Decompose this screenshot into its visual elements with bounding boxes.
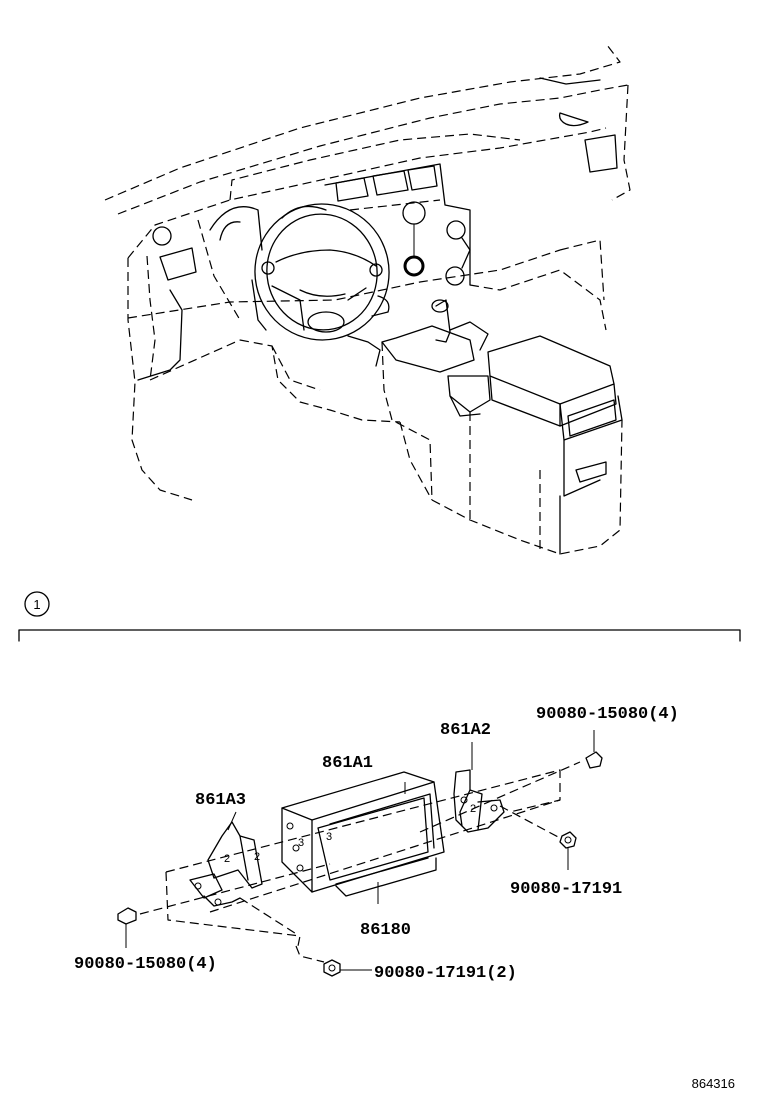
exploded-parts: 3 3 2 2 2 [117,730,603,977]
svg-text:3: 3 [298,837,304,849]
callout-number: 1 [33,597,40,612]
label-nut-left: 90080-17191(2) [374,964,517,983]
label-nut-right: 90080-17191 [510,880,622,899]
dashboard-illustration [104,44,631,555]
section-callout: 1 [24,591,50,617]
label-bolt-right: 90080-15080(4) [536,705,679,724]
diagram-ref: 864316 [692,1076,735,1091]
svg-text:2: 2 [470,803,476,815]
label-861A3: 861A3 [195,791,246,810]
svg-text:3: 3 [326,831,332,843]
label-bolt-left: 90080-15080(4) [74,955,217,974]
label-861A2: 861A2 [440,721,491,740]
label-86180: 86180 [360,921,411,940]
label-861A1: 861A1 [322,754,373,773]
svg-text:2: 2 [224,853,230,865]
svg-text:2: 2 [254,851,260,863]
section-divider [18,629,741,642]
